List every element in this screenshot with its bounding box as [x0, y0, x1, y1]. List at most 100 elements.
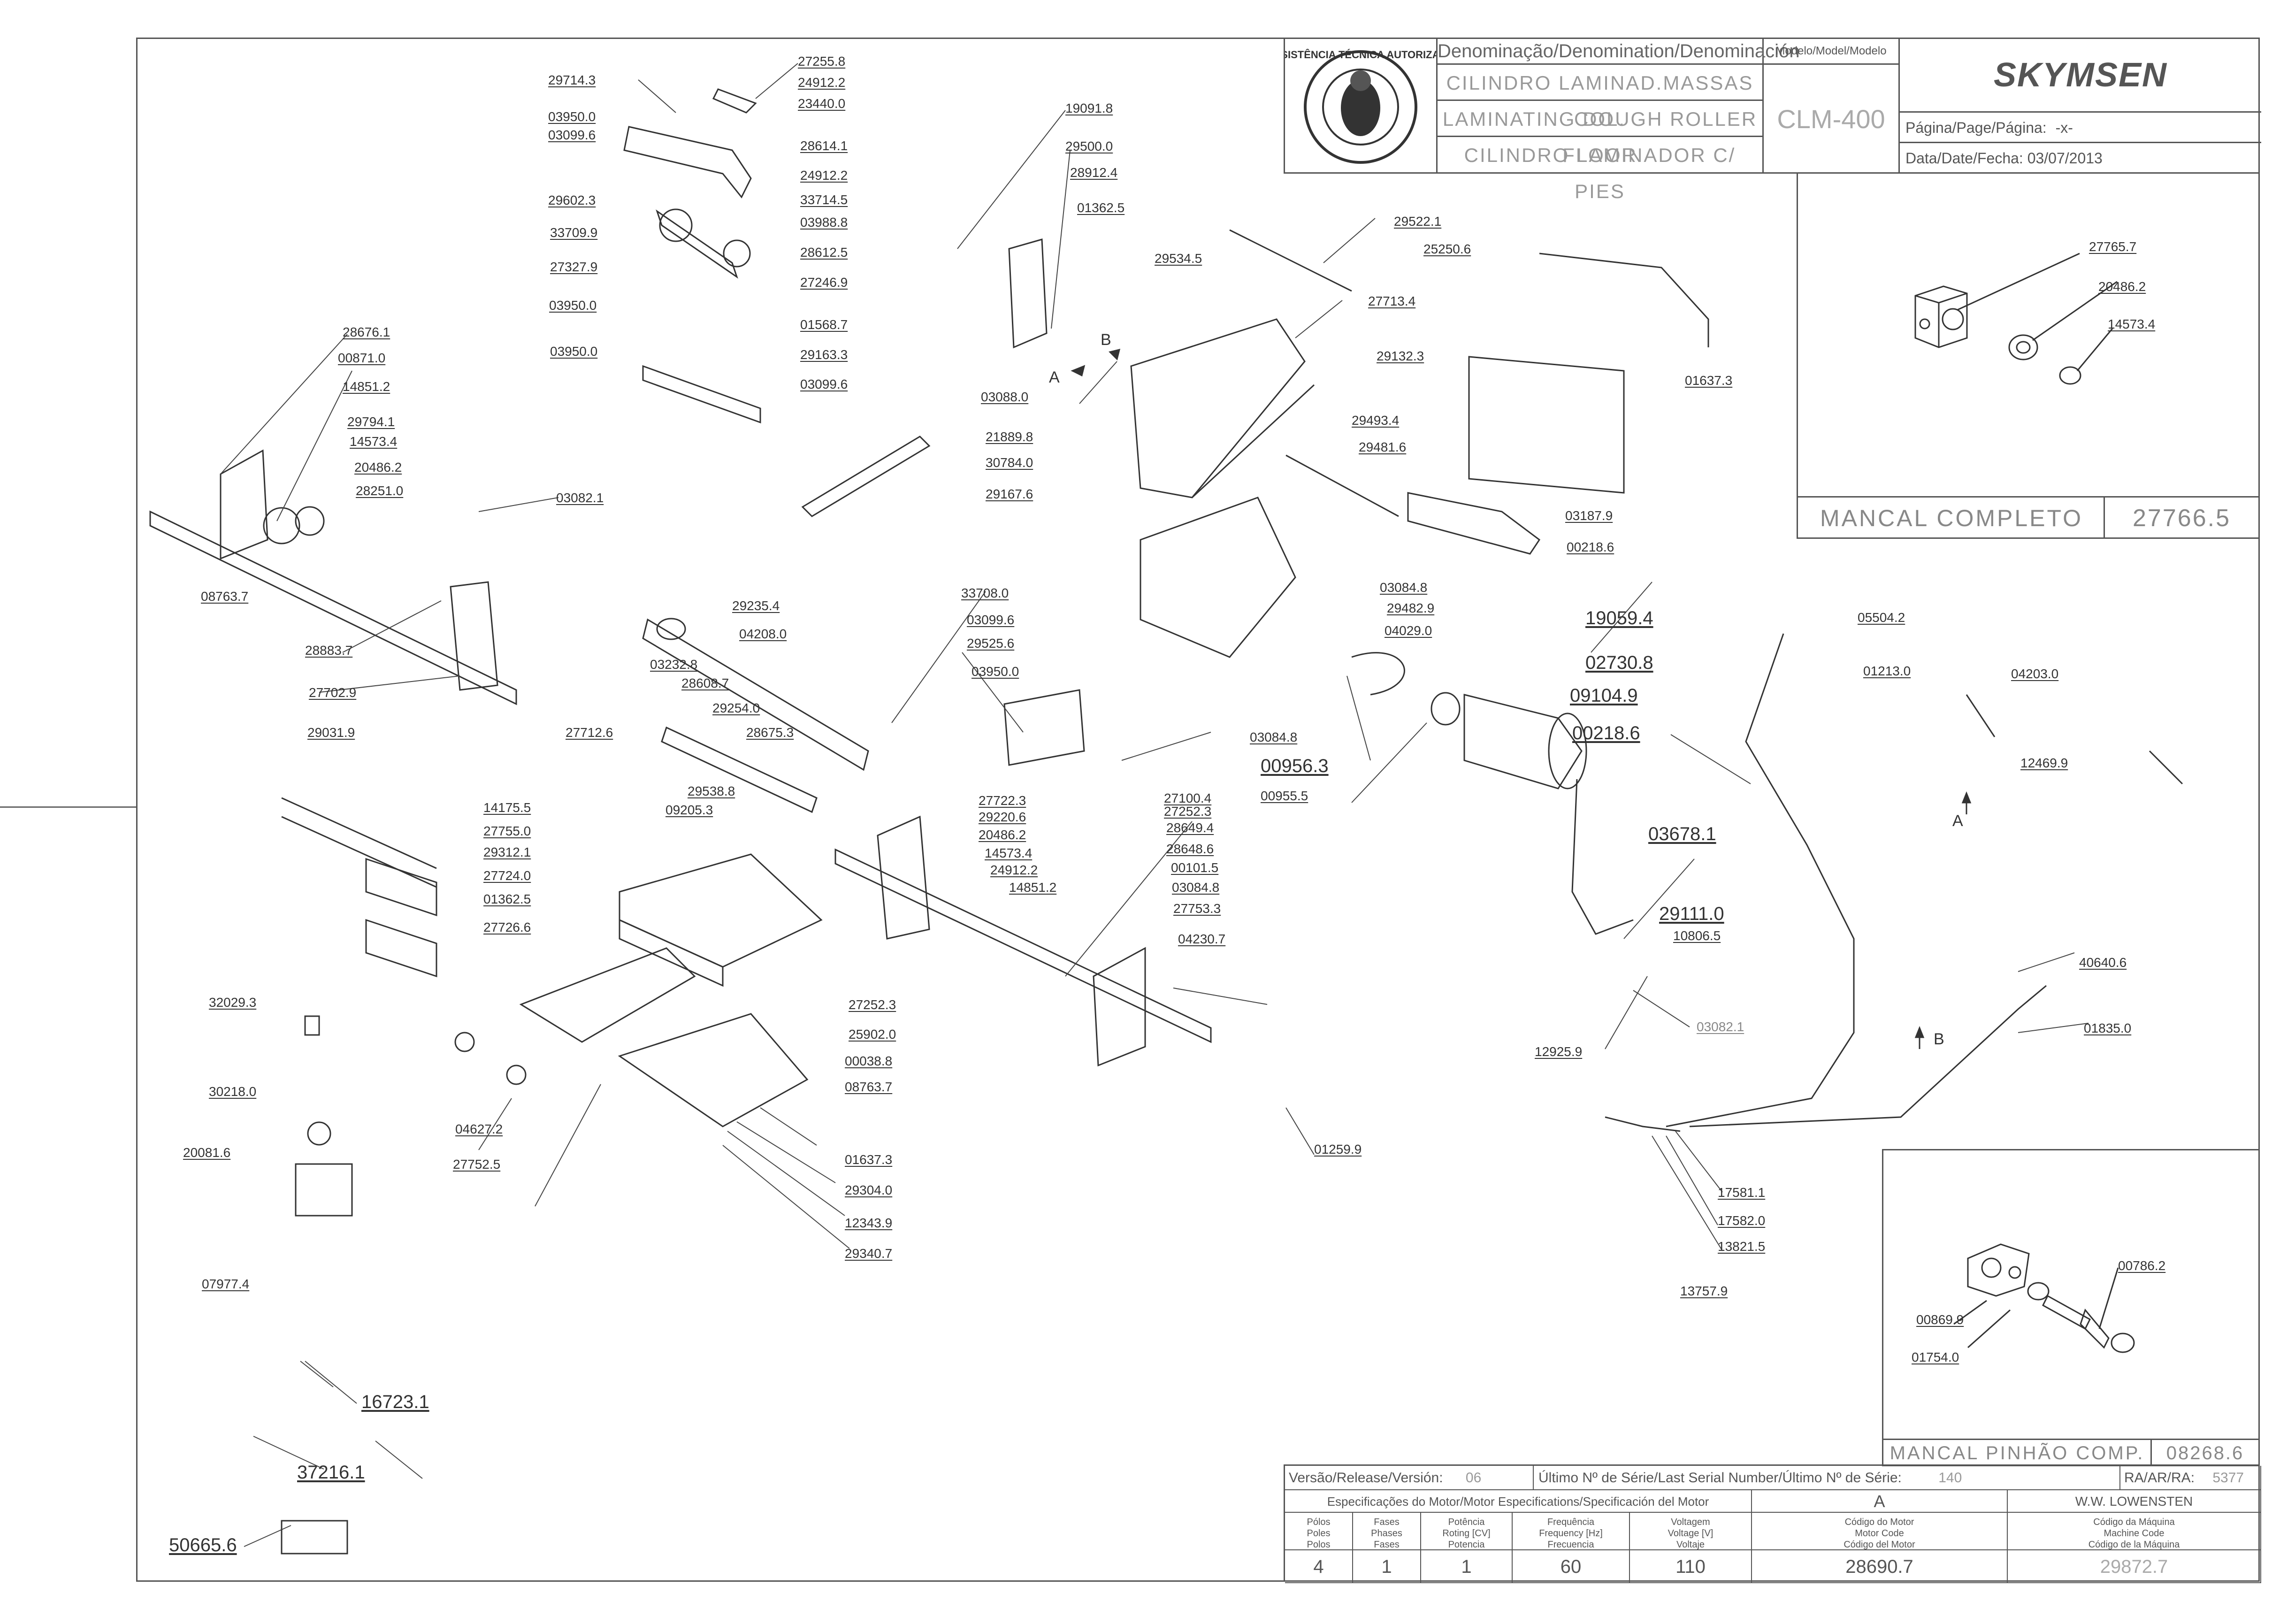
leader — [305, 1361, 357, 1404]
part-number-callout: 28648.6 — [1166, 842, 1214, 856]
part-number-callout: 29031.9 — [307, 725, 355, 740]
denomination-header: Denominação/Denomination/Denominación — [1438, 38, 1800, 65]
wire-12469 — [2149, 750, 2183, 785]
part-number-callout: 29602.3 — [548, 193, 596, 207]
guard-plate — [1003, 689, 1085, 766]
part-number-callout: 24912.2 — [798, 75, 846, 90]
part-number-callout: 03950.0 — [972, 664, 1019, 679]
model-header: Modelo/Model/Modelo — [1764, 38, 1900, 65]
part-number-callout: 14573.4 — [350, 434, 398, 449]
part-number-callout: 29534.5 — [1155, 251, 1202, 266]
part-number-callout: 27100.4 — [1164, 791, 1212, 805]
part-number-callout: 03084.8 — [1380, 580, 1428, 595]
part-number-callout: 17581.1 — [1718, 1185, 1766, 1200]
part-number-callout: 01259.9 — [1314, 1142, 1362, 1157]
part-number-callout: 14175.5 — [483, 800, 531, 815]
guard-wire — [1539, 253, 1709, 347]
spec-value: 1 — [1421, 1550, 1513, 1583]
supplier-name: W.W. LOWENSTEN — [2008, 1490, 2261, 1513]
part-number-callout: 29522.1 — [1394, 214, 1442, 229]
leader — [535, 1084, 601, 1207]
part-number-callout: 28883.7 — [305, 643, 353, 658]
part-number-callout: 21889.8 — [986, 429, 1033, 444]
detail-title: MANCAL COMPLETO — [1798, 496, 2105, 537]
logo-text: ASSISTÊNCIA TÉCNICA AUTORIZADA — [1285, 49, 1436, 61]
part-number-callout: 28649.4 — [1166, 820, 1214, 835]
part-label: 01754.0 — [1912, 1350, 1959, 1364]
part-number-callout: 03082.1 — [1697, 1019, 1744, 1034]
left-shaft — [149, 510, 517, 705]
leader — [1675, 1131, 1723, 1193]
arrow-b-head — [1914, 1026, 1925, 1038]
warning-decal — [281, 1520, 348, 1555]
part-number-callout: 27327.9 — [550, 260, 598, 274]
harness — [1605, 1116, 1681, 1132]
ra-label: RA/AR/RA: — [2124, 1470, 2195, 1486]
part-number-callout: 00871.0 — [338, 351, 386, 365]
leader — [1173, 988, 1268, 1005]
model-value: CLM-400 — [1764, 65, 1900, 174]
left-gear — [295, 506, 325, 536]
serial-label: Último Nº de Série/Last Serial Number/Úl… — [1538, 1470, 1902, 1486]
part-number-callout: 27722.3 — [979, 793, 1026, 808]
part-number-callout: 03084.8 — [1172, 880, 1220, 895]
frame-box — [1140, 497, 1296, 658]
part-number-callout: 03950.0 — [548, 109, 596, 124]
spec-value: 60 — [1513, 1550, 1630, 1583]
spec-table: Versão/Release/Versión: 06 Último Nº de … — [1284, 1464, 2261, 1583]
part-number-callout: 28676.1 — [343, 325, 390, 339]
name-pt: CILINDRO LAMINAD.MASSAS COL. — [1438, 65, 1764, 130]
leader — [1623, 858, 1695, 939]
motor-body — [1463, 694, 1583, 789]
cable-b — [1689, 985, 2047, 1127]
part-label: 20486.2 — [2098, 279, 2146, 294]
leader — [319, 675, 460, 693]
part-number-callout: 03084.8 — [1250, 730, 1298, 744]
leader — [375, 1440, 423, 1479]
left-frame — [450, 581, 498, 691]
spec-col-header: Potência Roting [CV] Potencia — [1421, 1513, 1513, 1550]
base-tray — [619, 853, 823, 968]
spec-col-header: Voltagem Voltage [V] Voltaje — [1630, 1513, 1752, 1550]
leader — [957, 110, 1066, 249]
part-number-callout: 17582.0 — [1718, 1213, 1766, 1228]
date-label: Data/Date/Fecha: — [1905, 150, 2023, 167]
rear-cover — [1468, 356, 1625, 494]
part-number-callout: 27255.8 — [798, 54, 846, 69]
top-cover-plate — [623, 126, 752, 199]
center-housing — [877, 815, 930, 940]
detail-code: 27766.5 — [2104, 496, 2258, 537]
part-number-callout: 14851.2 — [1009, 880, 1057, 895]
part-number-callout: 01362.5 — [1077, 200, 1125, 215]
part-number-callout: 28608.7 — [681, 676, 729, 690]
part-number-callout: 33708.0 — [961, 586, 1009, 600]
part-number-callout: 29340.7 — [845, 1246, 893, 1261]
part-number-callout: 28675.3 — [746, 725, 794, 740]
detail-code: 08268.6 — [2150, 1439, 2258, 1465]
leader — [1666, 1135, 1718, 1226]
part-number-callout: 20486.2 — [354, 460, 402, 475]
spec-col-header: Código do Motor Motor Code Código del Mo… — [1752, 1513, 2008, 1550]
lower-roller — [661, 726, 818, 813]
drip-tray — [519, 947, 696, 1043]
part-number-callout: 00218.6 — [1567, 540, 1614, 554]
leader — [1065, 821, 1193, 977]
part-number-callout: 10806.5 — [1673, 928, 1721, 943]
spec-value: 1 — [1353, 1550, 1421, 1583]
leader — [1652, 1135, 1723, 1251]
part-label: 00786.2 — [2118, 1258, 2166, 1273]
part-number-callout: 29794.1 — [347, 414, 395, 429]
part-number-callout: 29500.0 — [1065, 139, 1113, 153]
leader — [2018, 1023, 2089, 1033]
brand-logo: SKYMSEN — [1900, 38, 2261, 113]
date-row: Data/Date/Fecha: 03/07/2013 — [1900, 143, 2261, 174]
part-number-callout: 03678.1 — [1648, 824, 1716, 844]
part-number-callout: 30218.0 — [209, 1084, 257, 1099]
part-label: 00869.9 — [1916, 1312, 1964, 1327]
side-guard — [1008, 238, 1048, 349]
part-number-callout: 23440.0 — [798, 96, 846, 111]
part-number-callout: 40640.6 — [2079, 955, 2127, 970]
part-number-callout: 27724.0 — [483, 868, 531, 883]
version-label: Versão/Release/Versión: — [1289, 1470, 1443, 1486]
